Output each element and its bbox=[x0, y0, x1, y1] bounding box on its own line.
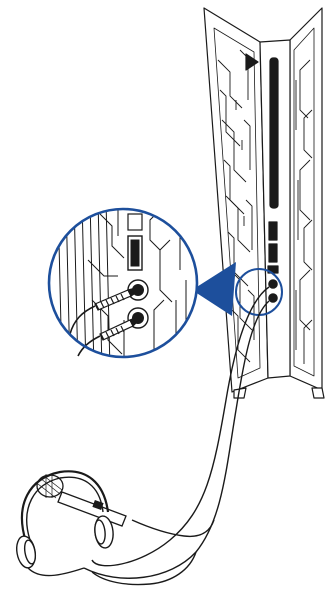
audio-cables bbox=[83, 286, 270, 586]
microphone bbox=[36, 474, 127, 527]
headphones bbox=[16, 470, 114, 577]
zoomed-port-callout bbox=[47, 207, 199, 359]
zoom-audio-plugs bbox=[69, 287, 139, 357]
desktop-tower bbox=[203, 7, 325, 399]
